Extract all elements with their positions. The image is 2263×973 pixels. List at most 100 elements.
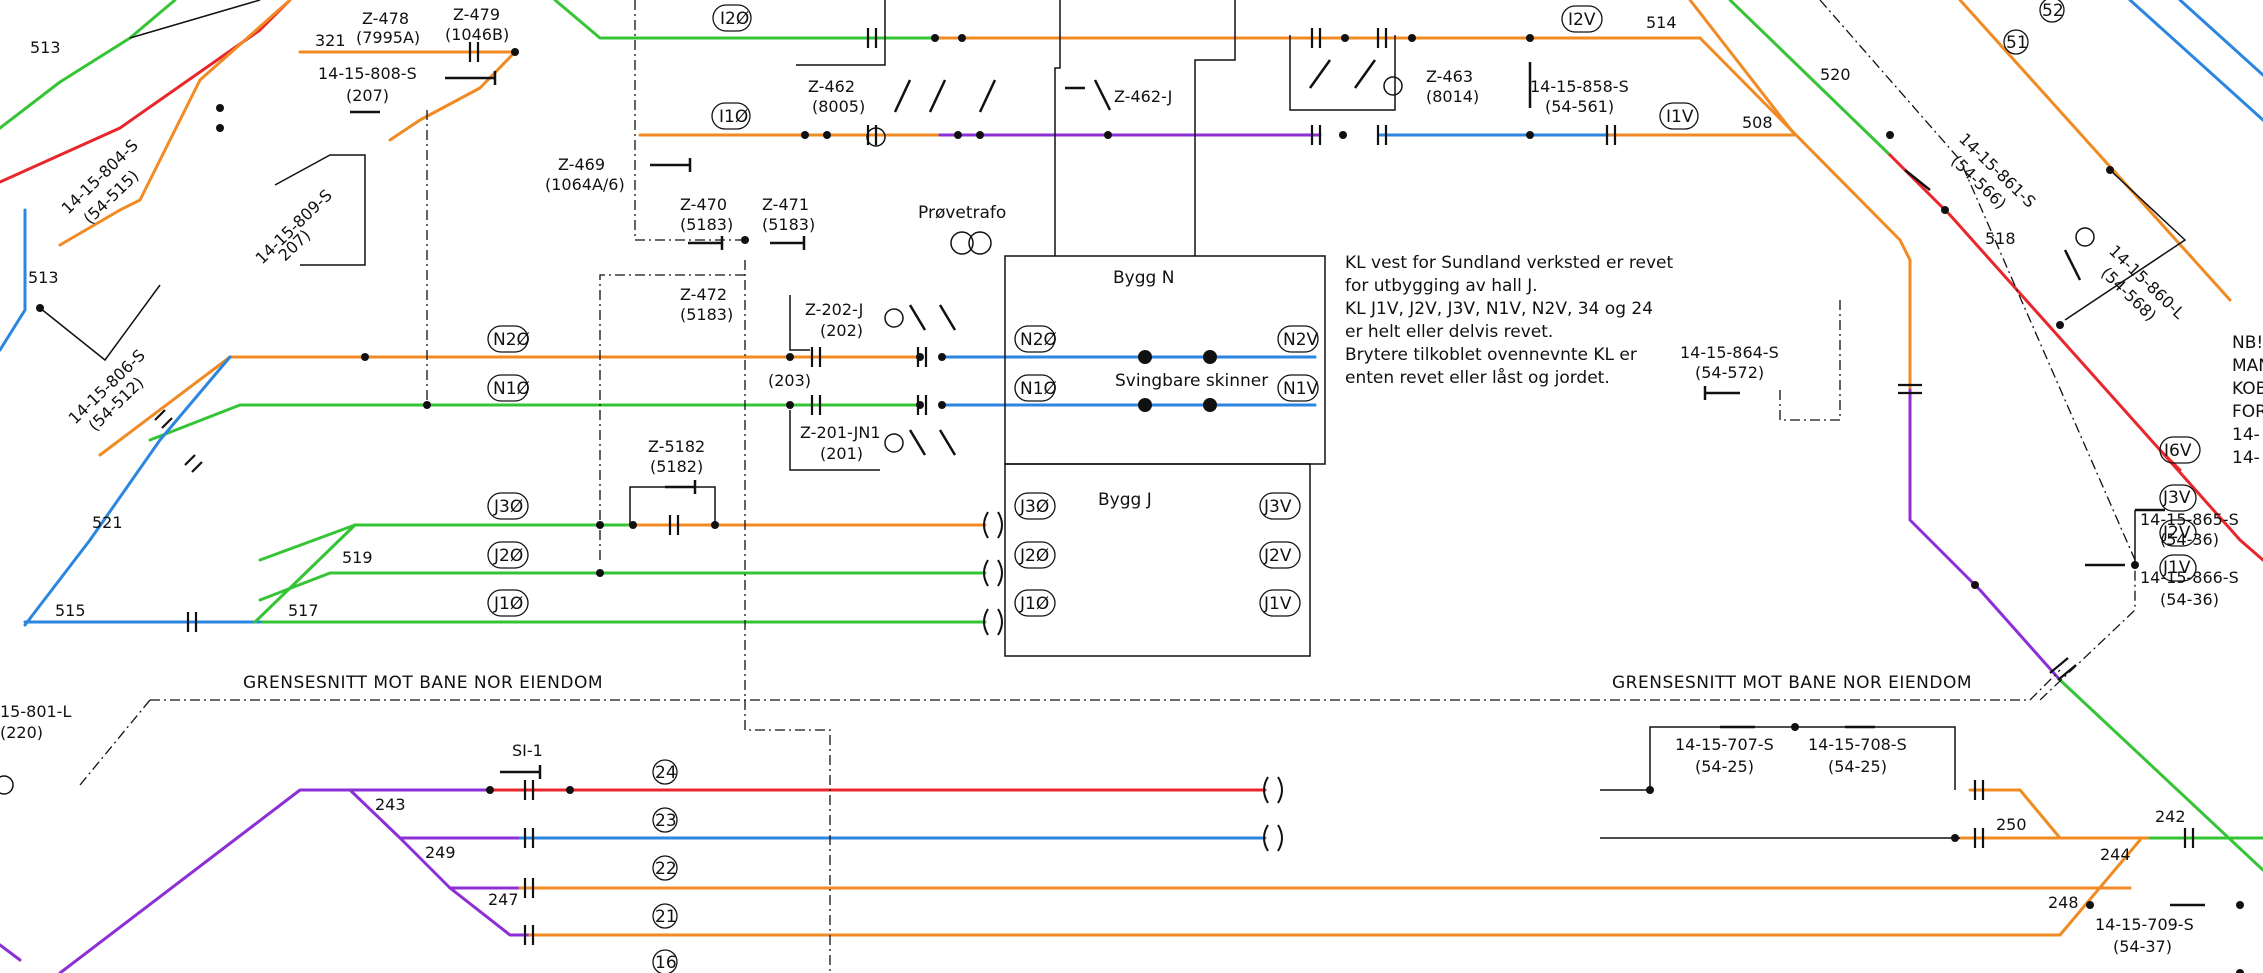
dot (566, 786, 574, 794)
wire-707-box (1600, 726, 1956, 791)
side-note-line: 14- (2232, 448, 2260, 468)
wire-860-box (2064, 169, 2187, 321)
track-line-orange-diag-left (98, 355, 232, 457)
tag-oval (2159, 519, 2197, 547)
track-line-blue-521 (23, 355, 232, 627)
tag-23: 23 (655, 811, 677, 831)
motor-icon (884, 433, 904, 453)
label: (5183) (680, 215, 733, 234)
motor-symbols (0, 76, 2095, 795)
tag-j1o-in: J1Ø (1019, 594, 1049, 614)
tag-oval (1561, 5, 1603, 33)
dash-z470 (634, 0, 745, 241)
motor-icon (884, 308, 904, 328)
track-line-orange-321 (298, 50, 517, 142)
insulator-24 (523, 780, 535, 800)
motor-icon (0, 775, 14, 795)
end-23 (1263, 824, 1283, 852)
tag-n1o: N1Ø (493, 379, 530, 399)
side-note-line: FOR (2232, 402, 2263, 422)
dot (629, 521, 637, 529)
dot (1203, 398, 1217, 412)
tag-circle (652, 903, 678, 929)
tag-oval (1014, 589, 1056, 617)
tag-circle (652, 759, 678, 785)
tag-circle (2039, 0, 2065, 23)
tag-i1v: I1V (1666, 107, 1694, 127)
dot (511, 48, 519, 56)
track-line-j3o-green (258, 523, 632, 562)
label: 244 (2100, 845, 2131, 864)
tag-oval (487, 589, 529, 617)
label: (5182) (650, 457, 703, 476)
insulator-n2b (916, 347, 928, 367)
insulator-n1b (916, 395, 928, 415)
note-line: Brytere tilkoblet ovennevnte KL er (1345, 345, 1637, 365)
dot (954, 131, 962, 139)
label: (1046B) (445, 25, 509, 44)
section-tag-texts: I2Ø I1Ø N2Ø N1Ø J3Ø J2Ø J1Ø I2V I1V N2Ø … (493, 1, 2192, 973)
label: 514 (1646, 13, 1677, 32)
tag-n2o: N2Ø (493, 330, 530, 350)
tag-r3v: J3V (2162, 488, 2191, 508)
dot (423, 401, 431, 409)
label: Z-201-JN1 (800, 423, 881, 442)
insulator-i2v-b (1376, 28, 1388, 48)
black-wiring (39, 0, 2187, 839)
label: 14-15-866-S (2140, 568, 2239, 587)
side-note-line: 14- (2232, 425, 2260, 445)
label: (220) (0, 723, 43, 742)
label: Z-471 (762, 195, 809, 214)
insulator-n2o-left (154, 409, 173, 429)
label: 519 (342, 548, 373, 567)
bygg-j-label: Bygg J (1098, 490, 1152, 510)
dot (938, 401, 946, 409)
tag-j1v: J1V (1263, 594, 1292, 614)
label: (1064A/6) (545, 175, 625, 194)
dot (1408, 34, 1416, 42)
track-line-green-right (2058, 678, 2263, 872)
label: 14-15-858-S (1530, 77, 1629, 96)
dot (786, 353, 794, 361)
tag-n2o-in: N2Ø (1020, 330, 1057, 350)
label: (8005) (812, 97, 865, 116)
insulator-479 (468, 42, 480, 62)
switch-z471 (770, 236, 806, 250)
end-j2 (983, 559, 1003, 587)
label: 14-15-808-S (318, 64, 417, 83)
label: Z-469 (558, 155, 605, 174)
dash-z472 (599, 274, 745, 560)
wire-z463-box (1289, 35, 1396, 111)
insulator-n2 (810, 347, 822, 367)
label: 248 (2048, 893, 2079, 912)
track-line-red-right-edge (2158, 448, 2263, 562)
dot (823, 131, 831, 139)
label: 247 (488, 890, 519, 909)
tag-r2v: J2V (2162, 523, 2191, 543)
track-line-blue-left (0, 208, 27, 352)
dot (2106, 166, 2114, 174)
tag-circle (652, 807, 678, 833)
tag-51: 51 (2006, 33, 2028, 53)
border-label-right: GRENSESNITT MOT BANE NOR EIENDOM (1612, 673, 1972, 693)
tag-j3o: J3Ø (493, 497, 523, 517)
motor-icon (1383, 76, 1403, 96)
track-line-green-520 (1728, 0, 1892, 157)
tag-r1v: J1V (2162, 558, 2191, 578)
track-line-blue-topright1 (2128, 0, 2263, 122)
tag-oval (1014, 325, 1056, 353)
wire-z202-box (789, 295, 810, 351)
tag-i6v: I6V (2164, 441, 2192, 461)
dashed-lines (79, 0, 2136, 973)
tag-21: 21 (655, 907, 677, 927)
dot (1941, 206, 1949, 214)
label: SI-1 (512, 741, 543, 760)
dot (36, 304, 44, 312)
label: 15-801-L (0, 702, 71, 721)
dot (596, 569, 604, 577)
note-line: for utbygging av hall J. (1345, 276, 1538, 296)
dot (938, 353, 946, 361)
switch-861 (1904, 169, 1931, 191)
tag-n1o-in: N1Ø (1020, 379, 1057, 399)
